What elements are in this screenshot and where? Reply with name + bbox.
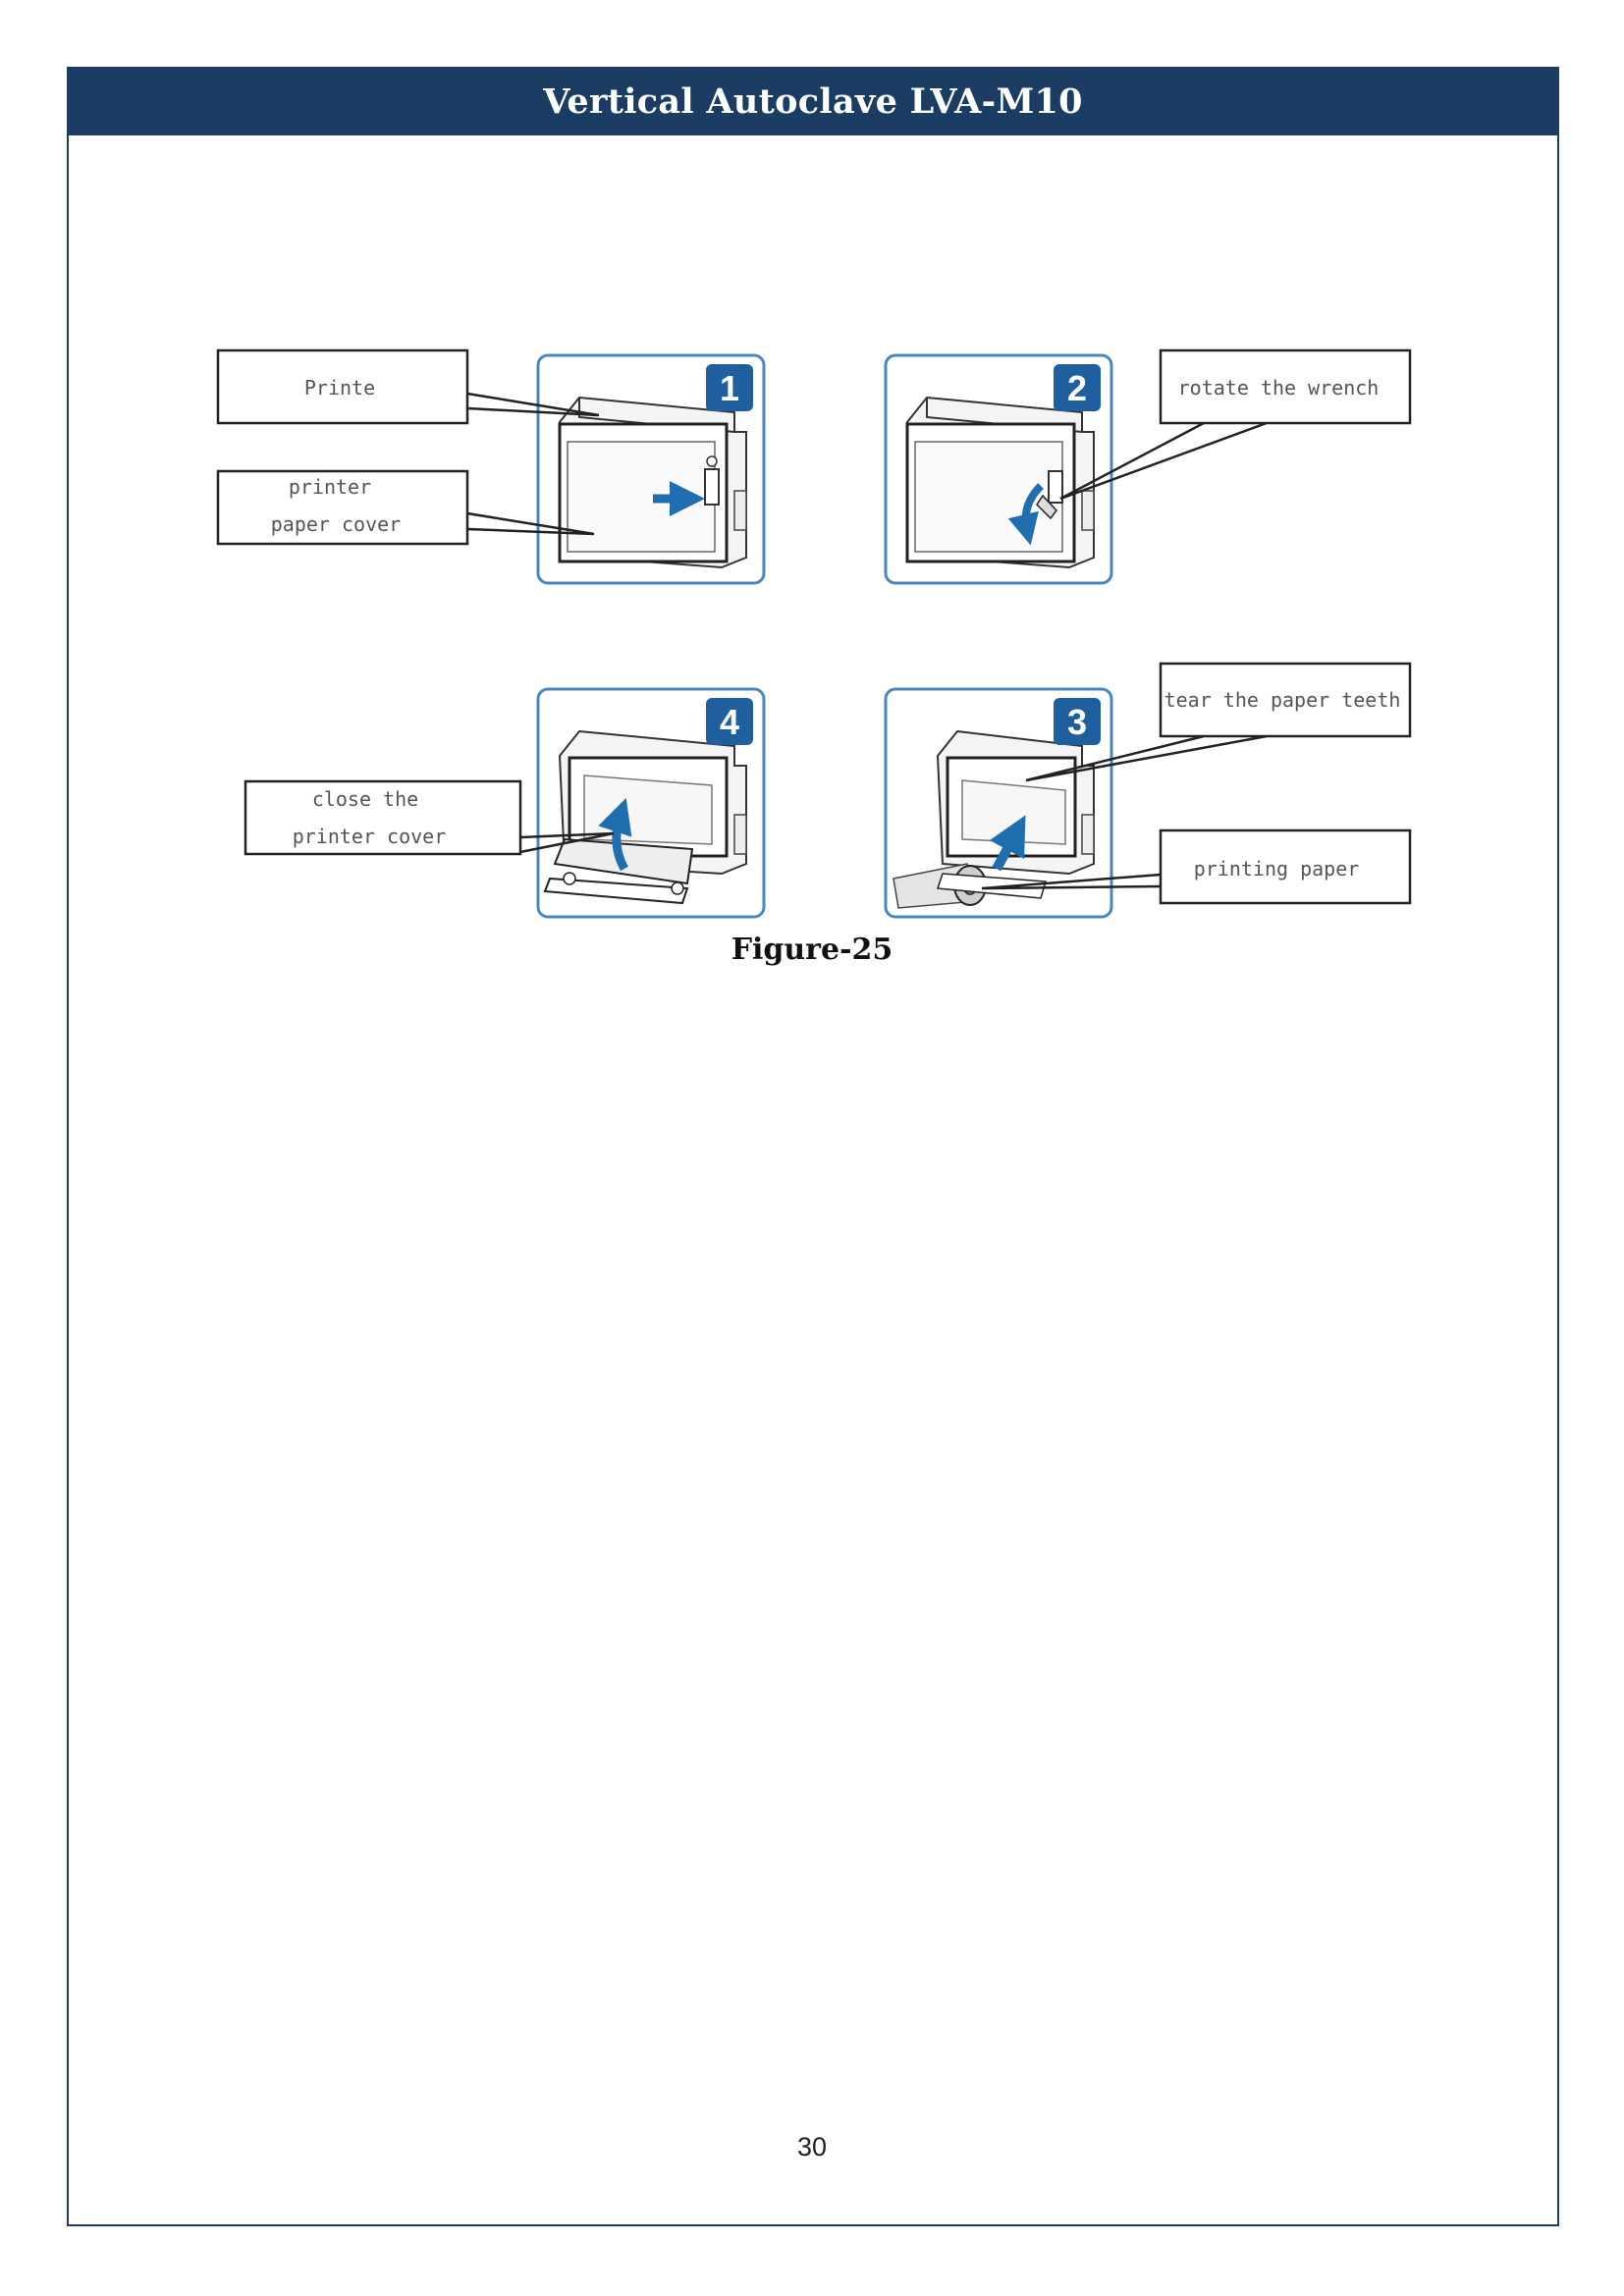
header-bar: Vertical Autoclave LVA-M10 bbox=[67, 67, 1559, 135]
step-3-number: 3 bbox=[1067, 702, 1087, 742]
page-number: 30 bbox=[796, 2132, 828, 2162]
callout-paper-cover: printer paper cover bbox=[216, 469, 595, 546]
step-1-number: 1 bbox=[720, 368, 739, 408]
callout-paper-cover-line1: printer bbox=[289, 475, 371, 499]
document-title: Vertical Autoclave LVA-M10 bbox=[543, 80, 1083, 122]
callout-rotate-wrench: rotate the wrench bbox=[1059, 348, 1412, 501]
figure-caption: Figure-25 bbox=[731, 933, 893, 967]
step-3-panel: 3 bbox=[884, 687, 1113, 919]
step-1-badge: 1 bbox=[706, 364, 753, 411]
callout-tear-teeth: tear the paper teeth bbox=[1025, 662, 1412, 782]
callout-paper-cover-line2: paper cover bbox=[271, 512, 401, 536]
callout-close-cover-line2: printer cover bbox=[293, 825, 447, 848]
step-4-panel: 4 bbox=[536, 687, 766, 919]
step-4-badge: 4 bbox=[706, 698, 753, 745]
step-1-panel: 1 bbox=[536, 353, 766, 585]
step-2-panel: 2 bbox=[884, 353, 1113, 585]
step-3-badge: 3 bbox=[1054, 698, 1101, 745]
callout-printing-paper: printing paper bbox=[981, 828, 1412, 905]
step-2-badge: 2 bbox=[1054, 364, 1101, 411]
callout-printing-paper-label: printing paper bbox=[1194, 857, 1360, 881]
step-4-number: 4 bbox=[720, 702, 739, 742]
callout-printer: Printe bbox=[216, 348, 600, 425]
callout-rotate-wrench-label: rotate the wrench bbox=[1178, 376, 1380, 400]
callout-close-cover: close the printer cover bbox=[244, 779, 615, 856]
callout-printer-label: Printe bbox=[304, 376, 375, 400]
step-2-number: 2 bbox=[1067, 368, 1087, 408]
callout-close-cover-line1: close the bbox=[312, 787, 418, 811]
page-frame bbox=[67, 67, 1559, 2226]
callout-tear-teeth-label: tear the paper teeth bbox=[1164, 688, 1401, 712]
